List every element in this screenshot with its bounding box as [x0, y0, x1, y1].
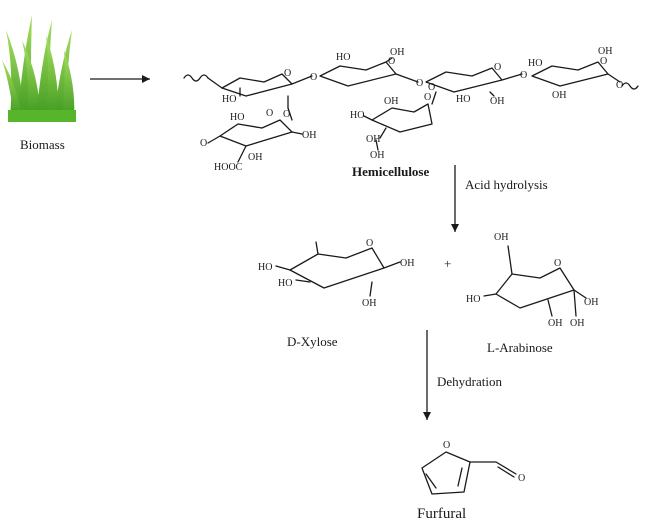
svg-text:OH: OH [400, 258, 414, 269]
l-arabinose-structure: O OH HO OH OH OH [466, 232, 598, 329]
svg-text:OH: OH [384, 96, 398, 107]
svg-text:OH: OH [248, 152, 262, 163]
svg-text:OH: OH [584, 297, 598, 308]
svg-text:O: O [283, 109, 290, 120]
svg-text:O: O [616, 80, 623, 91]
dehydration-label: Dehydration [437, 374, 502, 389]
svg-text:OH: OH [570, 318, 584, 329]
svg-text:O: O [600, 56, 607, 67]
svg-text:O: O [443, 440, 450, 451]
l-arabinose-label: L-Arabinose [487, 340, 553, 355]
svg-text:HO: HO [456, 94, 470, 105]
svg-text:O: O [388, 56, 395, 67]
svg-text:O: O [416, 78, 423, 89]
d-xylose-structure: O OH OH HO HO [258, 238, 414, 309]
svg-text:OH: OH [370, 150, 384, 161]
svg-text:OH: OH [552, 90, 566, 101]
svg-text:OH: OH [598, 46, 612, 57]
svg-text:HO: HO [278, 278, 292, 289]
svg-text:O: O [310, 72, 317, 83]
svg-text:O: O [366, 238, 373, 249]
svg-text:O: O [520, 70, 527, 81]
plus-sign: + [444, 256, 451, 271]
d-xylose-label: D-Xylose [287, 334, 338, 349]
furfural-label: Furfural [417, 506, 466, 522]
svg-text:O: O [200, 138, 207, 149]
svg-text:HO: HO [350, 110, 364, 121]
biomass-label: Biomass [20, 137, 65, 152]
svg-text:HO: HO [258, 262, 272, 273]
svg-text:OH: OH [490, 96, 504, 107]
svg-text:HO: HO [230, 112, 244, 123]
acid-hydrolysis-label: Acid hydrolysis [465, 177, 548, 192]
svg-text:O: O [518, 473, 525, 484]
svg-text:O: O [494, 62, 501, 73]
svg-text:HOOC: HOOC [214, 162, 243, 173]
grass-icon [2, 15, 76, 122]
svg-text:OH: OH [302, 130, 316, 141]
svg-text:HO: HO [222, 94, 236, 105]
svg-text:HO: HO [528, 58, 542, 69]
hemicellulose-label: Hemicellulose [352, 164, 429, 179]
svg-text:OH: OH [548, 318, 562, 329]
svg-text:O: O [428, 82, 435, 93]
svg-text:OH: OH [390, 47, 404, 58]
svg-text:O: O [284, 68, 291, 79]
wavy-bond-right [621, 82, 639, 90]
svg-text:HO: HO [466, 294, 480, 305]
svg-text:O: O [554, 258, 561, 269]
wavy-bond-left [183, 74, 209, 82]
hemicellulose-structure: O HO O O O HO O OH OH HOOC O HO OH O O O… [183, 46, 639, 173]
furfural-structure: O O [421, 440, 525, 495]
svg-text:OH: OH [362, 298, 376, 309]
svg-text:O: O [266, 108, 273, 119]
svg-text:O: O [424, 92, 431, 103]
svg-text:OH: OH [494, 232, 508, 243]
svg-text:HO: HO [336, 52, 350, 63]
svg-text:OH: OH [366, 134, 380, 145]
